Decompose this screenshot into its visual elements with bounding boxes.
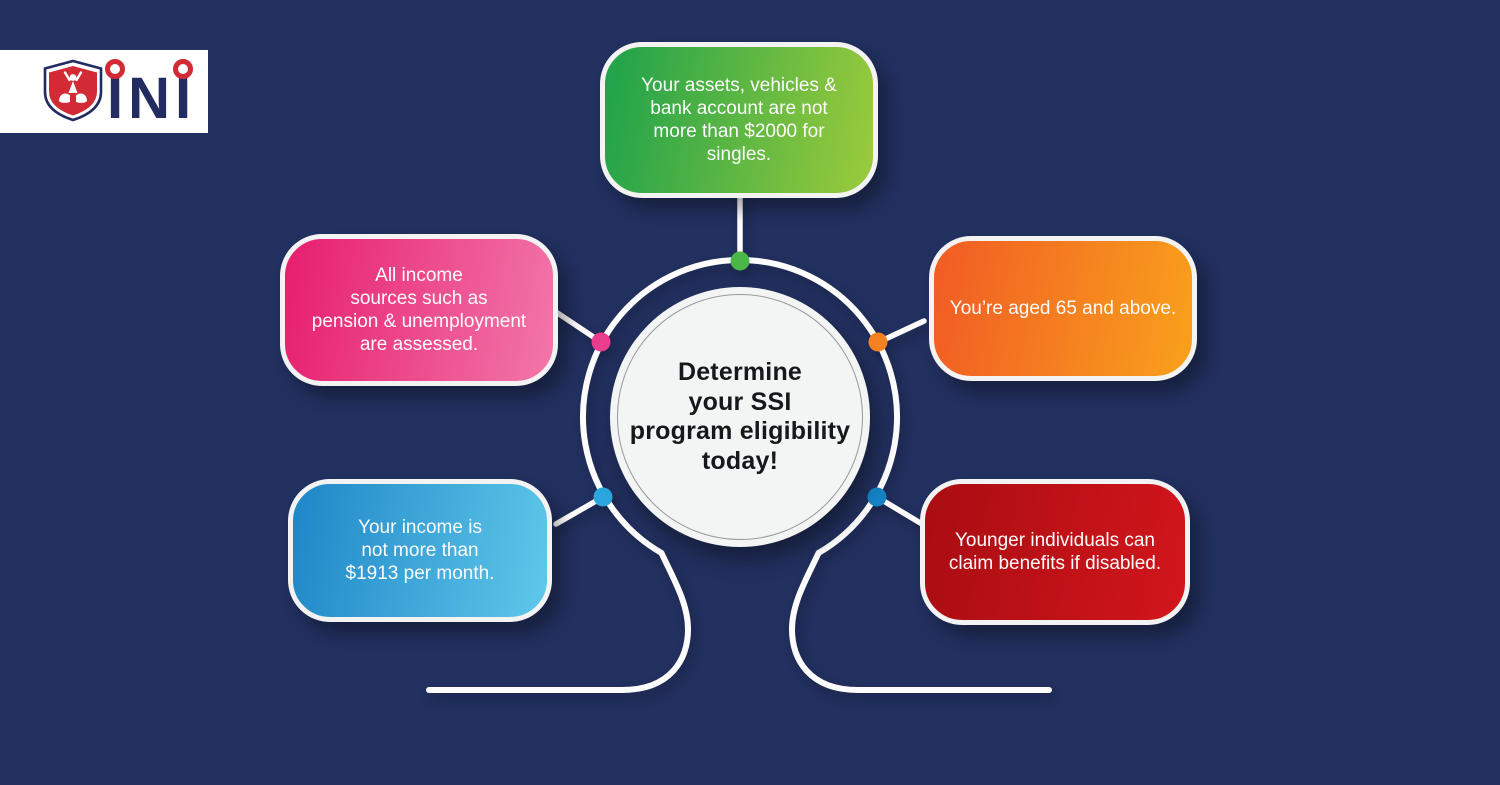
left-leg-curve	[426, 550, 692, 693]
center-title: Determine your SSI program eligibility t…	[629, 358, 851, 475]
dot-lower-right	[867, 487, 887, 507]
card-monthly-income: Your income is not more than $1913 per m…	[288, 479, 552, 622]
card-disability: Younger individuals can claim benefits i…	[920, 479, 1190, 625]
logo-ring-left-icon	[105, 59, 125, 79]
dot-lower-left	[593, 487, 613, 507]
card-income-sources-text: All income sources such as pension & une…	[311, 264, 527, 356]
logo: INI	[0, 50, 208, 133]
card-disability-text: Younger individuals can claim benefits i…	[948, 529, 1162, 574]
dot-upper-right	[868, 332, 888, 352]
dot-upper-left	[591, 332, 611, 352]
card-age: You’re aged 65 and above.	[929, 236, 1197, 381]
logo-ring-right-icon	[173, 59, 193, 79]
center-circle-inner-ring	[617, 294, 863, 540]
center-circle: Determine your SSI program eligibility t…	[610, 287, 870, 547]
card-assets: Your assets, vehicles & bank account are…	[600, 42, 878, 198]
right-leg-curve	[788, 550, 1052, 693]
logo-graphic: INI	[43, 59, 193, 131]
card-assets-text: Your assets, vehicles & bank account are…	[641, 74, 837, 166]
card-income-sources: All income sources such as pension & une…	[280, 234, 558, 386]
logo-shield-figure-icon	[59, 71, 87, 103]
card-age-text: You’re aged 65 and above.	[949, 297, 1177, 319]
card-monthly-income-text: Your income is not more than $1913 per m…	[345, 516, 495, 585]
dot-top	[730, 251, 750, 271]
